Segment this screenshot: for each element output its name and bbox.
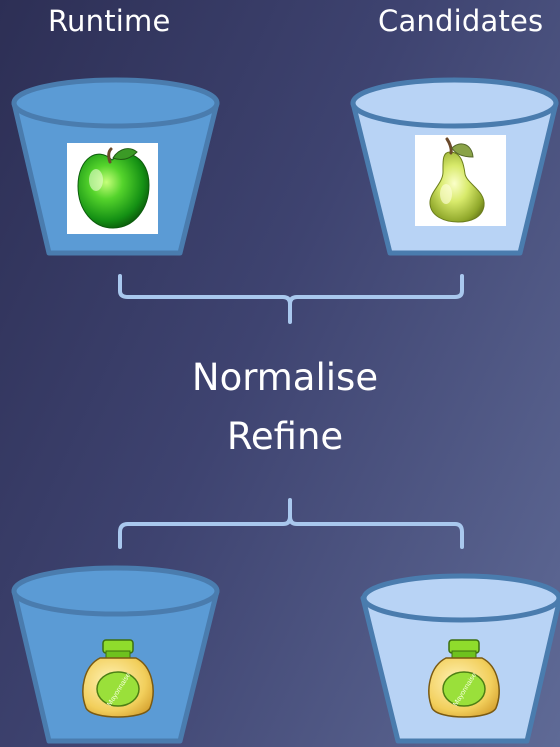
- mayonnaise-jar-icon: Mayonnaise: [82, 639, 154, 718]
- apple-icon: [67, 143, 158, 234]
- normalise-step: Normalise: [191, 356, 379, 399]
- candidates-label: Candidates: [378, 4, 544, 38]
- top-bracket: [118, 274, 464, 324]
- runtime-label: Runtime: [48, 4, 171, 38]
- mayonnaise-jar-icon: Mayonnaise: [428, 639, 500, 718]
- pear-icon: [415, 135, 506, 226]
- refine-step: Refine: [226, 415, 344, 458]
- bottom-bracket: [118, 498, 464, 549]
